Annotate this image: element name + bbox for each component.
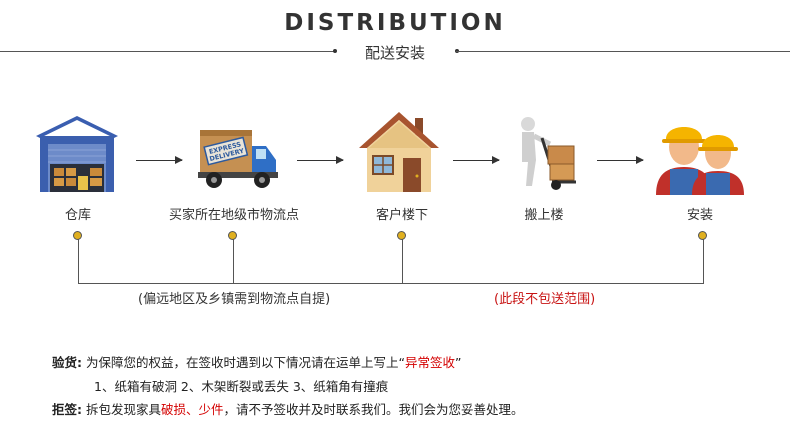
delivery-truck-icon: EXPRESS DELIVERY [196, 124, 280, 192]
bracket-vline-1 [78, 236, 79, 284]
step-label-downstairs: 客户楼下 [375, 208, 428, 223]
step-label-warehouse: 仓库 [64, 208, 91, 223]
inspection-text-post: ” [454, 355, 462, 370]
refuse-text-post: ，请不予签收并及时联系我们。我们会为您妥善处理。 [223, 402, 524, 417]
flow-arrow-2 [297, 156, 344, 164]
inspection-items: 1、纸箱有破洞 2、木架断裂或丢失 3、纸箱角有撞痕 [94, 379, 389, 394]
flow-arrow-4 [597, 156, 644, 164]
refuse-line: 拒签: 拆包发现家具破损、少件，请不予签收并及时联系我们。我们会为您妥善处理。 [52, 399, 524, 418]
note-not-included: (此段不包送范围) [494, 292, 596, 307]
warehouse-icon [34, 114, 120, 194]
inspection-text-red: 异常签收 [404, 355, 455, 370]
header-line-left [0, 51, 336, 52]
workers-icon [654, 113, 746, 195]
refuse-text-red: 破损、少件 [161, 402, 224, 417]
note-self-pickup: (偏远地区及乡镇需到物流点自提) [138, 292, 331, 307]
flow-node-3 [397, 231, 406, 240]
house-icon [357, 108, 441, 194]
page-title-en: DISTRIBUTION [284, 10, 506, 36]
bracket-vline-2 [233, 236, 234, 284]
flow-arrow-1 [136, 156, 183, 164]
step-label-upstairs: 搬上楼 [524, 208, 564, 223]
header-line-right [456, 51, 790, 52]
page-title-cn: 配送安装 [364, 44, 425, 62]
hand-truck-icon [506, 114, 582, 192]
bracket-vline-3 [402, 236, 403, 284]
flow-node-2 [228, 231, 237, 240]
bracket-hline [78, 283, 704, 284]
refuse-label: 拒签: [52, 402, 82, 417]
inspection-label: 验货: [52, 355, 82, 370]
inspection-line: 验货: 为保障您的权益，在签收时遇到以下情况请在运单上写上“异常签收” [52, 352, 461, 371]
inspection-text-pre: 为保障您的权益，在签收时遇到以下情况请在运单上写上“ [85, 355, 405, 370]
refuse-text-pre: 拆包发现家具 [85, 402, 161, 417]
flow-arrow-3 [453, 156, 500, 164]
header-dot-left [333, 49, 337, 53]
step-label-logistics-point: 买家所在地级市物流点 [168, 208, 299, 223]
bracket-vline-4 [703, 236, 704, 284]
flow-node-1 [73, 231, 82, 240]
step-label-install: 安装 [686, 208, 713, 223]
flow-node-4 [698, 231, 707, 240]
